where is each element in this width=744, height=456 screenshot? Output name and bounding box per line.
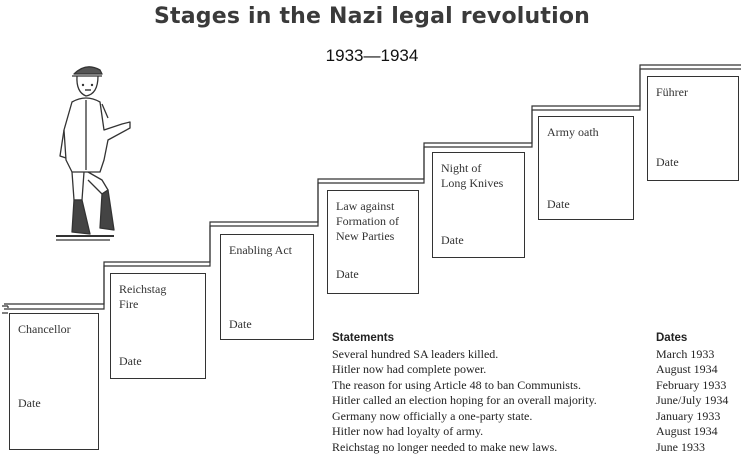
stage-date-label: Date (336, 267, 359, 281)
stage-box-chancellor: Chancellor Date (9, 313, 99, 450)
stage-date-label: Date (656, 155, 679, 169)
date-item: June 1933 (656, 439, 705, 454)
statement-item: Germany now officially a one-party state… (332, 408, 533, 423)
stage-box-night-of-long-knives: Night of Long Knives Date (432, 152, 525, 258)
statement-item: Hitler called an election hoping for an … (332, 393, 597, 407)
statement-item: Reichstag no longer needed to make new l… (332, 439, 558, 454)
dates-list: Dates March 1933 August 1934 February 19… (656, 331, 728, 455)
page-title: Stages in the Nazi legal revolution (153, 4, 591, 29)
stage-date-label: Date (18, 396, 41, 410)
stage-box-law-against-parties: Law against Formation of New Parties Dat… (327, 190, 419, 294)
page-subtitle: 1933—1934 (325, 46, 419, 65)
stage-label: Army oath (547, 125, 599, 139)
statement-item: Hitler now had loyalty of army. (332, 424, 484, 438)
stage-label: Law against Formation of New Parties (336, 199, 399, 243)
stage-date-label: Date (547, 197, 570, 211)
dates-header: Dates (656, 332, 688, 344)
date-item: March 1933 (656, 346, 715, 361)
stage-box-enabling-act: Enabling Act Date (220, 234, 314, 340)
date-item: January 1933 (656, 408, 721, 423)
stage-label: Reichstag Fire (119, 282, 167, 311)
stage-box-fuhrer: Führer Date (647, 76, 739, 181)
stage-label: Enabling Act (229, 243, 292, 257)
statements-list: Statements Several hundred SA leaders ki… (332, 331, 597, 455)
date-item: February 1933 (656, 377, 727, 392)
stage-date-label: Date (229, 317, 252, 331)
date-item: August 1934 (656, 362, 718, 376)
statement-item: The reason for using Article 48 to ban C… (332, 377, 581, 392)
stage-label: Chancellor (18, 322, 71, 336)
stage-box-army-oath: Army oath Date (538, 116, 634, 220)
date-item: August 1934 (656, 424, 718, 438)
stage-date-label: Date (441, 233, 464, 247)
statement-item: Several hundred SA leaders killed. (332, 346, 499, 361)
stage-box-reichstag-fire: Reichstag Fire Date (110, 273, 206, 379)
stage-label: Führer (656, 85, 688, 99)
statements-header: Statements (332, 332, 394, 344)
stage-date-label: Date (119, 354, 142, 368)
hitler-figure-icon (56, 66, 131, 241)
stage-label: Night of Long Knives (441, 161, 504, 190)
statement-item: Hitler now had complete power. (332, 362, 487, 376)
date-item: June/July 1934 (656, 393, 729, 407)
